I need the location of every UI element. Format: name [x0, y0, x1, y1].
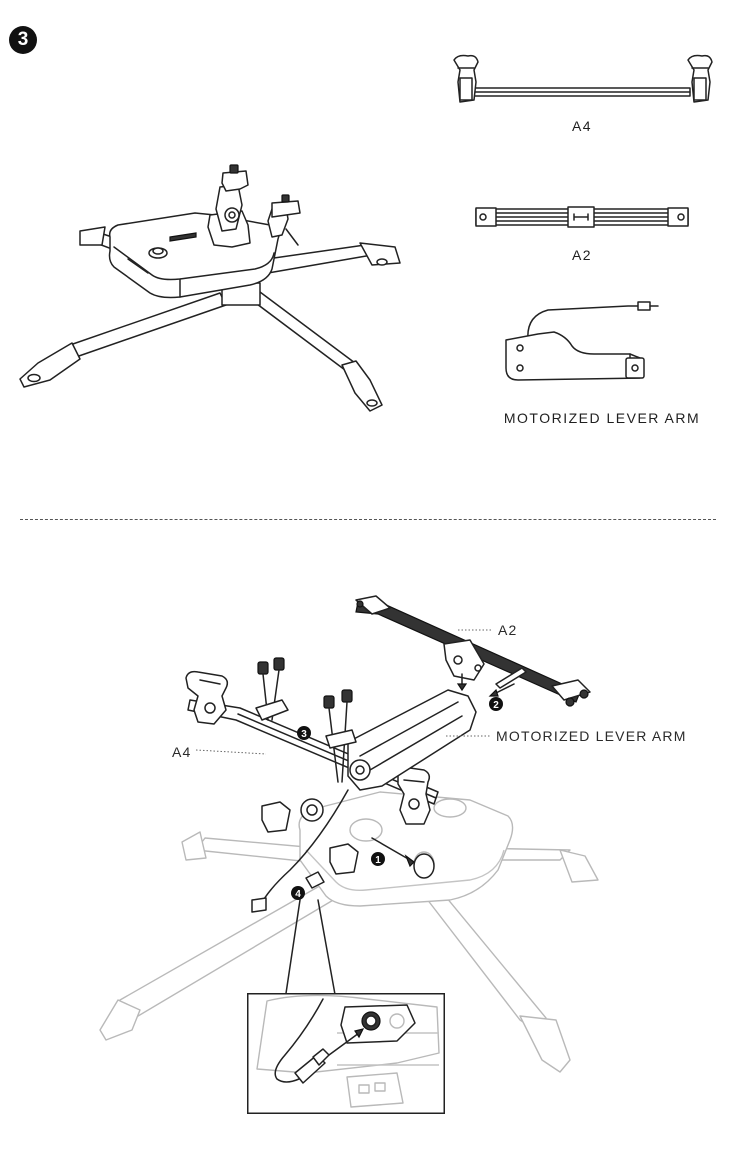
part-a4-label: A4: [571, 118, 593, 134]
section-divider: [20, 519, 716, 520]
substep-badge-3: 3: [297, 726, 311, 740]
base-overview-illustration: [19, 164, 401, 412]
substep-badge-1: 1: [371, 852, 385, 866]
svg-text:4: 4: [295, 889, 301, 900]
exploded-assembly-illustration: 1 2 3 4: [99, 595, 599, 1073]
svg-text:1: 1: [375, 855, 381, 866]
svg-text:2: 2: [493, 700, 499, 711]
substep-badge-4: 4: [291, 886, 305, 900]
part-a4-illustration: [453, 54, 713, 103]
substep-badge-2: 2: [489, 697, 503, 711]
step-number-badge: 3: [9, 26, 37, 54]
callout-motorized-lever-arm: MOTORIZED LEVER ARM: [496, 728, 687, 744]
connector-detail-inset: [247, 993, 445, 1114]
part-a2-illustration: [475, 206, 689, 228]
part-motorized-lever-arm-illustration: [505, 301, 659, 381]
callout-a2: A2: [498, 622, 518, 638]
part-a2-label: A2: [571, 247, 593, 263]
callout-a4: A4: [172, 744, 192, 760]
svg-text:3: 3: [301, 729, 307, 740]
part-motorized-lever-arm-label: MOTORIZED LEVER ARM: [503, 410, 701, 426]
